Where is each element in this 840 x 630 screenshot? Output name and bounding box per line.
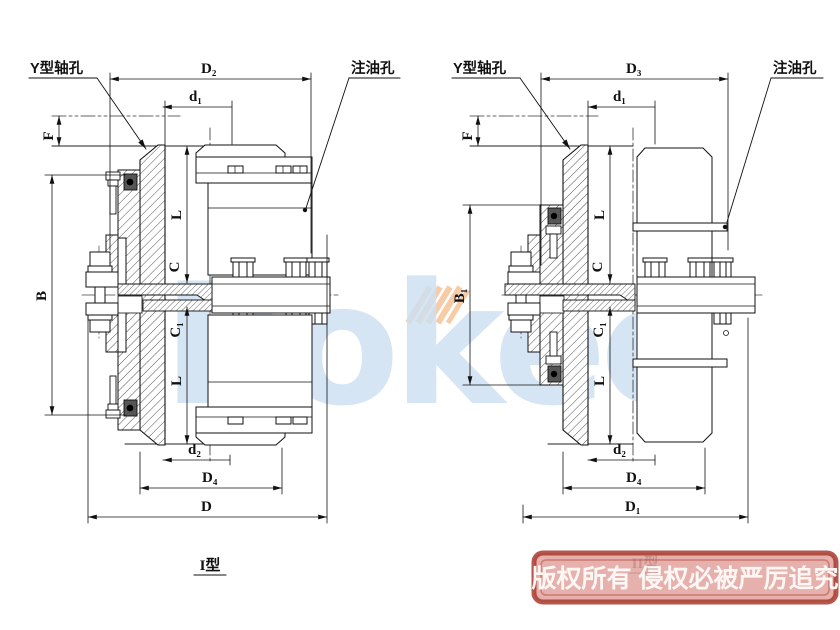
oil-hole-icon [722,224,728,230]
sleeve-lower [195,314,313,446]
oil-hole-label: 注油孔 [351,59,395,77]
watermark-stripes-icon [405,285,471,325]
type1-leaders [28,77,401,209]
dim-label-d2: d₂ [613,442,626,458]
banner-border-inner [540,559,830,596]
dim-label-B: B [34,291,50,301]
banner-background [534,553,836,602]
dim-label-d1: d₁ [189,89,202,105]
plate-slot [117,295,143,314]
upper-seal-bolt [105,171,138,215]
split-flange [507,234,541,353]
dim-label-D4: D₄ [202,470,218,486]
dim-label-d1: d₁ [613,89,626,105]
dim-label-C1: C₁ [591,322,607,337]
sleeve-lower [632,312,728,443]
type2-dimensions [462,72,749,524]
dim-label-F: F [460,131,476,140]
shaft-hole-label: Y型轴孔 [30,59,84,77]
dim-label-L-top: L [169,210,185,220]
lower-seal-bolt [105,375,138,419]
banner-text: 版权所有 侵权必被严厉追究 [531,564,839,593]
type2-leaders [451,77,824,223]
dim-label-B1: B₁ [452,289,468,304]
dim-label-D: D [201,499,212,515]
split-flange [85,234,119,353]
dim-label-D1: D₁ [625,499,640,515]
plate-slot [539,295,565,314]
shaft-hole-label: Y型轴孔 [453,59,507,77]
dim-label-C: C [590,262,606,273]
sleeve-upper [632,147,734,278]
banner-border [531,550,839,605]
oil-hole-label: 注油孔 [773,59,817,77]
type1-title: I型 [200,556,221,574]
dim-label-F: F [41,131,57,140]
type1-dimensions [44,72,328,524]
dim-label-C1: C₁ [168,322,184,337]
dim-label-D4: D₄ [626,470,642,486]
oil-hole-icon [302,207,308,213]
lower-seal-bolt [545,331,562,383]
copyright-banner: 版权所有 侵权必被严厉追究 [531,550,839,605]
dim-label-L-top: L [592,210,608,220]
dim-label-L-bottom: L [592,376,608,386]
sleeve-upper [195,144,313,276]
type1-view: D₂ d₁ F B L C C₁ L d₂ D₄ D Y型轴孔 注油孔 I型 [28,59,401,576]
dim-label-L-bottom: L [169,376,185,386]
dim-label-C: C [167,262,183,273]
flange-bolts-upper [230,257,330,278]
dim-label-D3: D₃ [626,61,642,77]
dim-label-d2: d₂ [188,442,201,458]
upper-seal-bolt [545,207,562,259]
shaft-end-lower [142,299,213,312]
dim-label-D2: D₂ [201,61,217,77]
shaft-end-lower [562,299,636,312]
type2-view: D₃ d₁ F B₁ L C C₁ L d₂ D₄ D₁ Y型轴孔 注油孔 II… [451,59,824,574]
